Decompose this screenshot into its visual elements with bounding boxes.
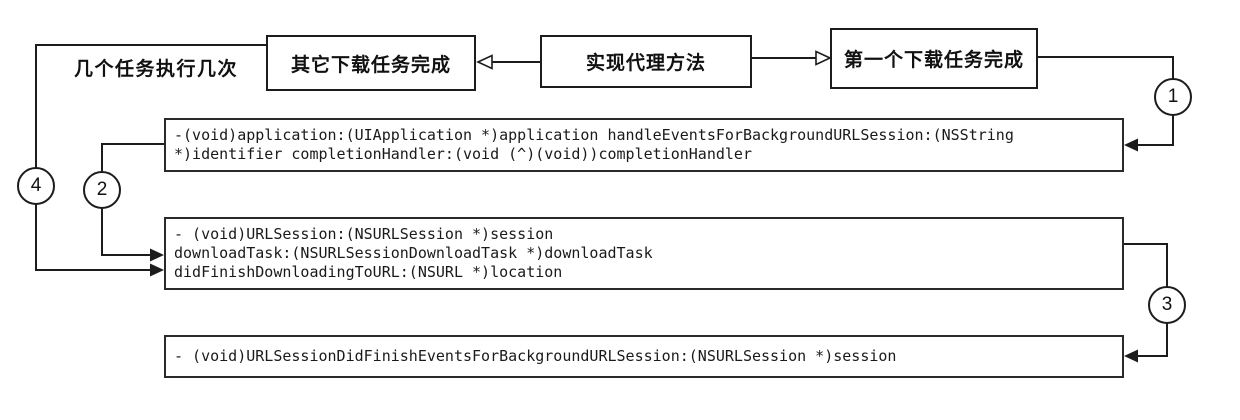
step-badge-3: 3 (1148, 286, 1186, 324)
connector-left-loop (35, 44, 266, 271)
code-line: downloadTask:(NSURLSessionDownloadTask *… (174, 244, 653, 262)
code-box-did-finish-events-for-background-url-session: - (void)URLSessionDidFinishEventsForBack… (164, 335, 1124, 378)
code-line: - (void)URLSession:(NSURLSession *)sessi… (174, 225, 554, 243)
label-tasks-execute-count: 几个任务执行几次 (74, 59, 239, 80)
code-line: didFinishDownloadingToURL:(NSURL *)locat… (174, 263, 563, 281)
code-line: -(void)application:(UIApplication *)appl… (174, 126, 1014, 144)
code-box-did-finish-downloading-to-url: - (void)URLSession:(NSURLSession *)sessi… (164, 217, 1124, 290)
hollow-arrowhead-right (815, 50, 832, 66)
arrowhead-into-codebox3 (1124, 349, 1138, 363)
node-first-download-task-complete: 第一个下载任务完成 (830, 28, 1038, 89)
step-badge-2: 2 (83, 171, 121, 209)
step-badge-4: 4 (17, 167, 55, 205)
node-other-download-task-complete: 其它下载任务完成 (266, 35, 476, 91)
arrowhead-into-codebox2-bottom (150, 263, 164, 277)
code-line: *)identifier completionHandler:(void (^)… (174, 145, 752, 163)
node-implement-delegate-method: 实现代理方法 (540, 35, 752, 88)
code-box-handle-events-for-background-url-session: -(void)application:(UIApplication *)appl… (164, 118, 1124, 172)
hollow-arrowhead-left (476, 54, 493, 70)
step-badge-1: 1 (1154, 78, 1192, 116)
arrowhead-into-codebox1 (1124, 138, 1138, 152)
arrowhead-into-codebox2-middle (150, 248, 164, 262)
code-line: - (void)URLSessionDidFinishEventsForBack… (174, 347, 897, 365)
